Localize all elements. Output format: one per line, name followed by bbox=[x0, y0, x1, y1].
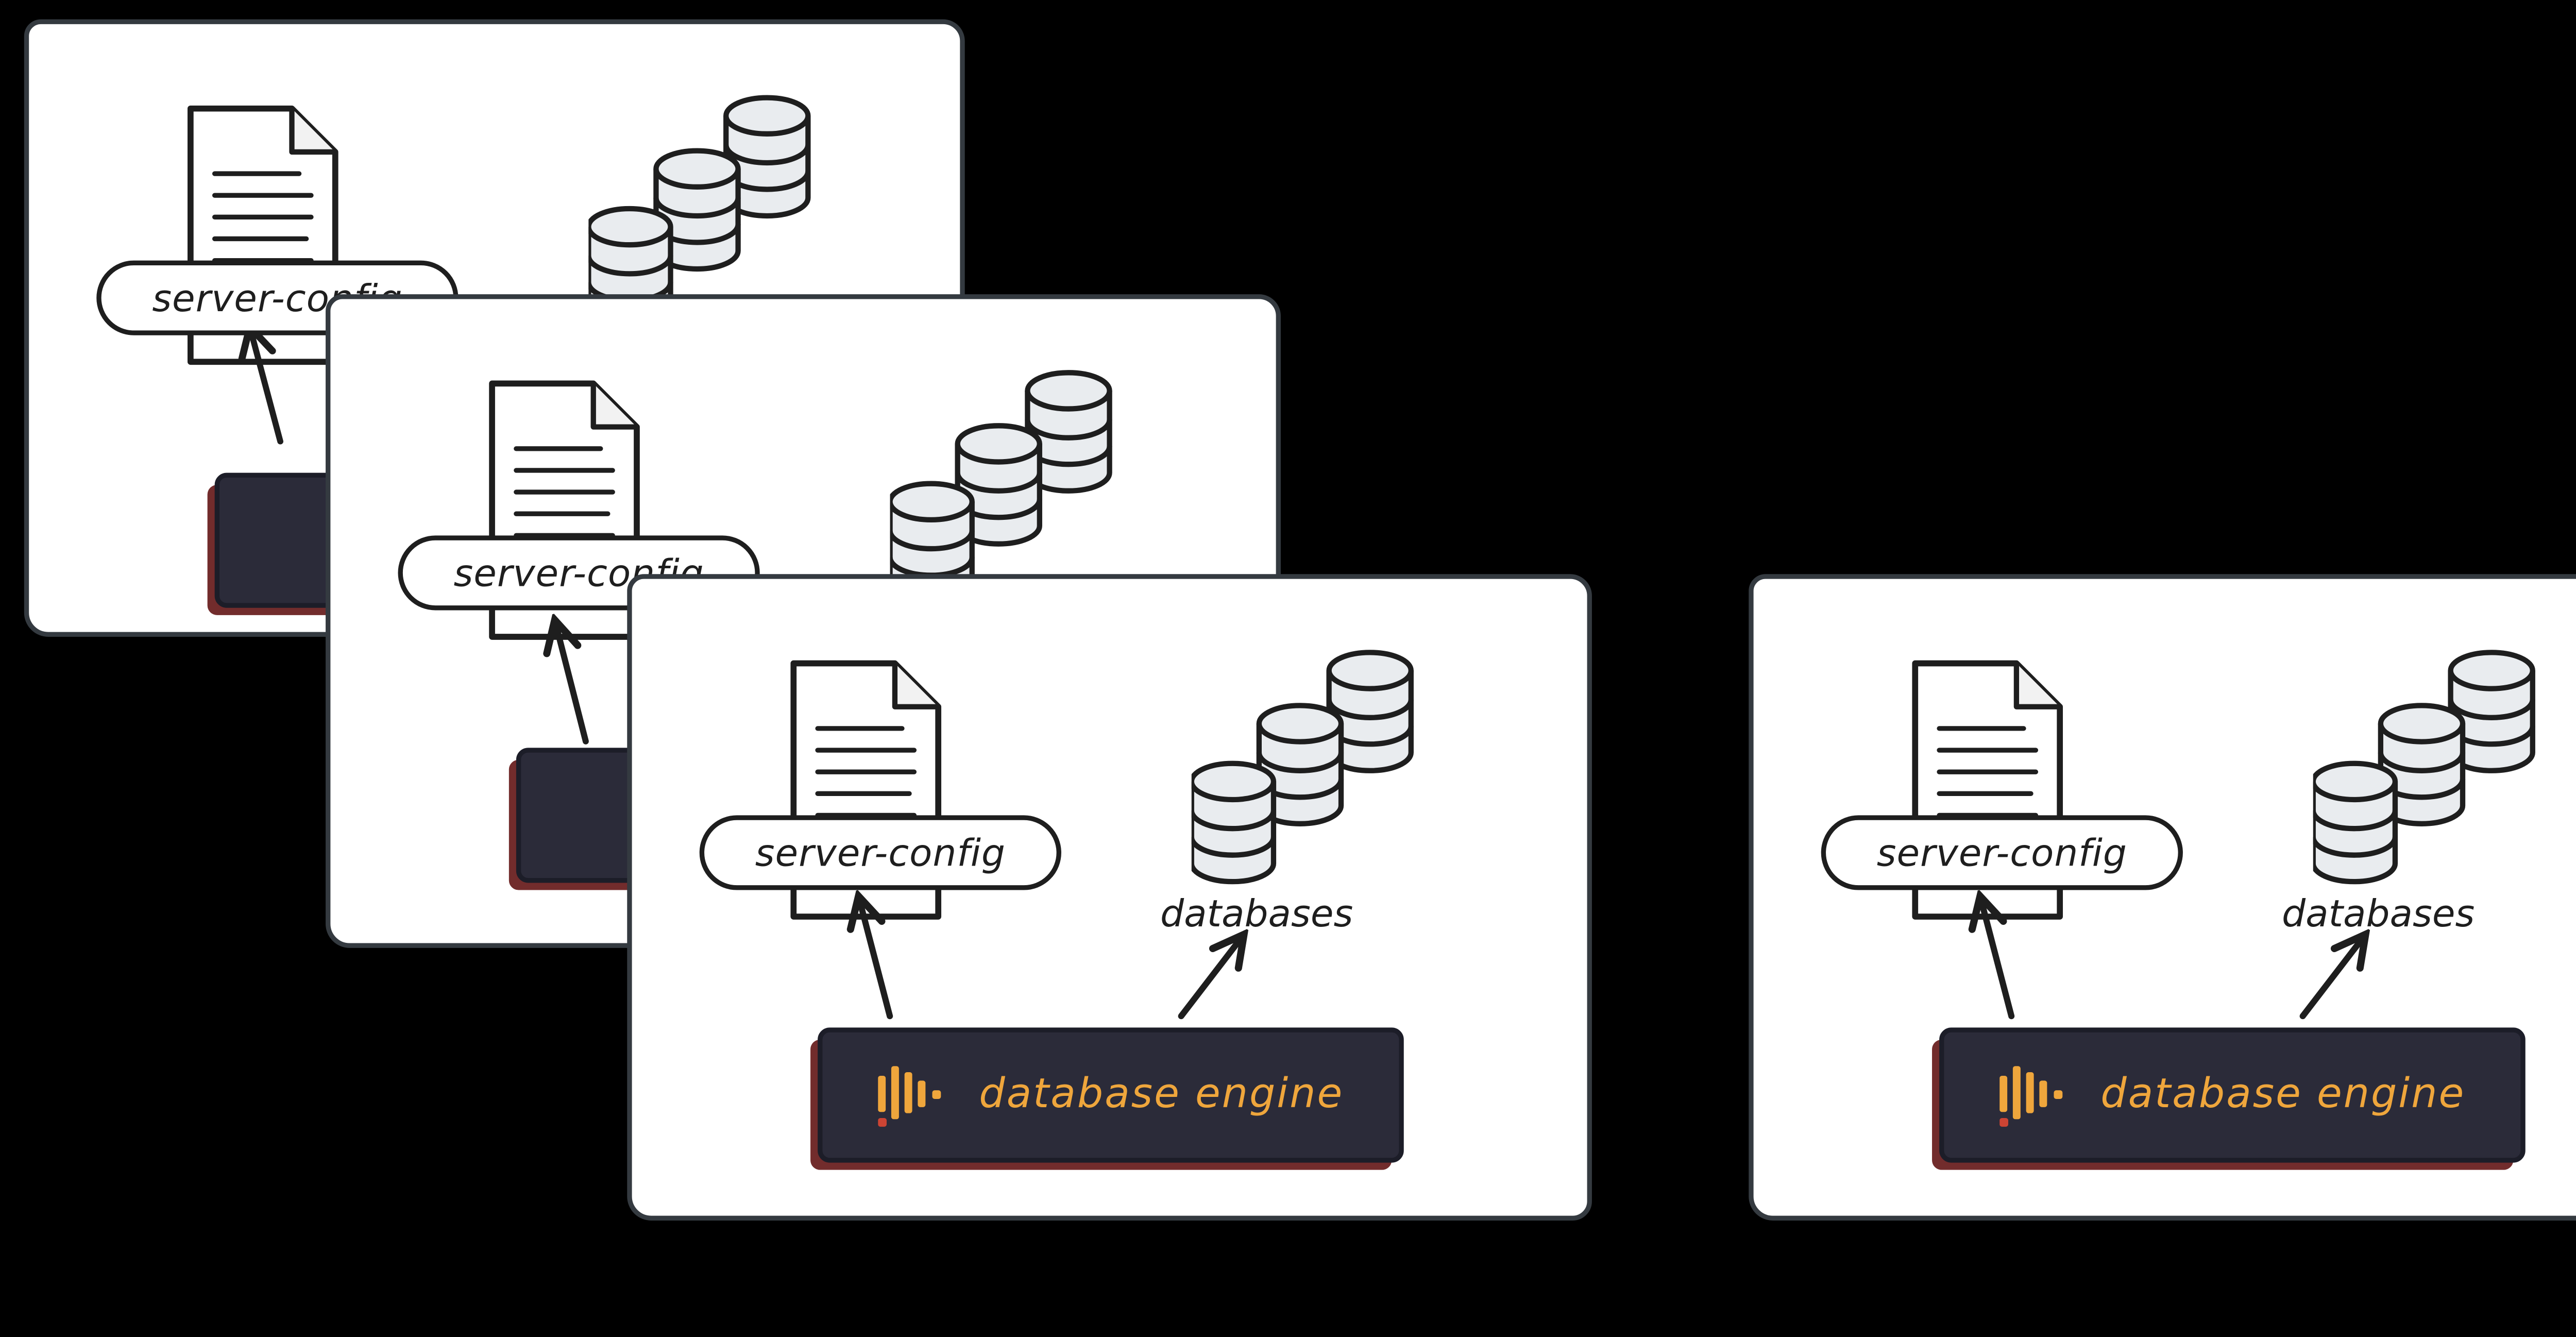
databases-label: databases bbox=[2282, 892, 2475, 936]
server-config-pill: server-config bbox=[1821, 815, 2183, 890]
config-card-standalone: server-config da bbox=[1749, 574, 2576, 1221]
server-config-pill: server-config bbox=[699, 815, 1061, 890]
engine-logo-icon bbox=[1999, 1062, 2072, 1127]
databases-label: databases bbox=[1160, 892, 1353, 936]
database-engine-box: database engine bbox=[818, 1027, 1404, 1163]
server-config-label: server-config bbox=[1876, 831, 2127, 875]
engine-label: database engine bbox=[979, 1071, 1344, 1120]
arrow-engine-to-config bbox=[29, 24, 283, 445]
databases-icon bbox=[1189, 647, 1418, 888]
database-engine-box: database engine bbox=[1939, 1027, 2526, 1163]
arrows bbox=[632, 579, 1587, 1020]
server-config-label: server-config bbox=[755, 831, 1006, 875]
config-card-front: server-config da bbox=[627, 574, 1592, 1221]
engine-logo-icon bbox=[877, 1062, 950, 1127]
arrows bbox=[1754, 579, 2576, 1020]
engine-label: database engine bbox=[2100, 1071, 2466, 1120]
databases-icon bbox=[2310, 647, 2540, 888]
arrow-engine-to-config bbox=[330, 299, 589, 744]
